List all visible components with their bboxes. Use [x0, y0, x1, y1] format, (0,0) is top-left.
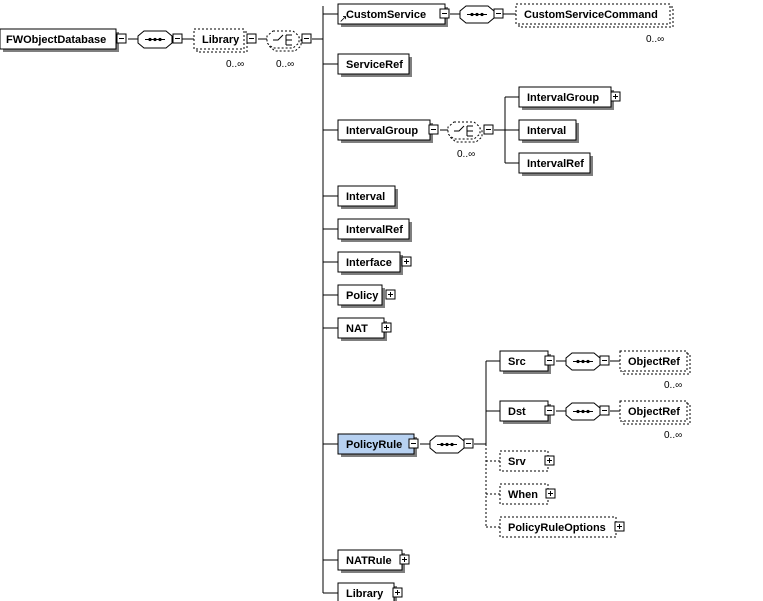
cardinality-objectref-src: 0..∞ [664, 380, 682, 391]
node-policyruleoptions[interactable]: PolicyRuleOptions [499, 516, 617, 538]
node-library-bottom-label: Library [346, 588, 384, 600]
node-serviceref[interactable]: ServiceRef [337, 53, 412, 77]
collapse-icon[interactable] [301, 33, 312, 44]
node-interface[interactable]: Interface [337, 251, 403, 275]
node-library-bottom[interactable]: Library [337, 582, 397, 601]
node-src-label: Src [508, 356, 526, 368]
collapse-icon[interactable] [544, 355, 555, 366]
node-intervalgroup[interactable]: IntervalGroup [337, 119, 433, 143]
node-dst[interactable]: Dst [499, 400, 551, 424]
node-intervalref[interactable]: IntervalRef [337, 218, 412, 242]
expand-icon[interactable] [385, 289, 396, 300]
node-src[interactable]: Src [499, 350, 551, 374]
expand-icon[interactable] [610, 91, 621, 102]
node-interval-child[interactable]: Interval [518, 119, 579, 143]
expand-icon[interactable] [614, 521, 625, 532]
node-interface-label: Interface [346, 257, 392, 269]
node-srv[interactable]: Srv [499, 450, 549, 472]
cardinality-choice: 0..∞ [276, 59, 294, 70]
node-interval-child-label: Interval [527, 125, 566, 137]
node-intervalgroup-child[interactable]: IntervalGroup [518, 86, 614, 110]
node-natrule[interactable]: NATRule [337, 549, 405, 573]
node-policyruleoptions-label: PolicyRuleOptions [508, 522, 606, 534]
expand-icon[interactable] [401, 256, 412, 267]
sequence-compositor-icon [565, 402, 601, 421]
collapse-icon[interactable] [408, 438, 419, 449]
node-interval-label: Interval [346, 191, 385, 203]
collapse-icon[interactable] [599, 355, 610, 366]
choice-compositor-icon [447, 121, 483, 143]
node-policyrule-label: PolicyRule [346, 439, 402, 451]
sequence-compositor-icon [137, 30, 173, 49]
expand-icon[interactable] [399, 554, 410, 565]
node-fwobjectdatabase-label: FWObjectDatabase [6, 34, 106, 46]
node-nat[interactable]: NAT [337, 317, 387, 341]
collapse-icon[interactable] [544, 405, 555, 416]
cardinality-intervalgroup-choice: 0..∞ [457, 149, 475, 160]
node-objectref-src[interactable]: ObjectRef [619, 350, 691, 375]
node-customservice[interactable]: CustomService ↗ [337, 3, 448, 27]
node-objectref-src-label: ObjectRef [628, 356, 680, 368]
node-natrule-label: NATRule [346, 555, 392, 567]
collapse-icon[interactable] [463, 438, 474, 449]
collapse-icon[interactable] [599, 405, 610, 416]
expand-icon[interactable] [381, 322, 392, 333]
node-dst-label: Dst [508, 406, 526, 418]
node-when-label: When [508, 489, 538, 501]
node-library-top[interactable]: Library [193, 28, 248, 53]
node-policy[interactable]: Policy [337, 284, 385, 308]
node-library-top-label: Library [202, 34, 240, 46]
node-fwobjectdatabase[interactable]: FWObjectDatabase [0, 28, 119, 52]
node-objectref-dst[interactable]: ObjectRef [619, 400, 691, 425]
choice-compositor-icon [266, 30, 302, 52]
collapse-icon[interactable] [483, 124, 494, 135]
node-when[interactable]: When [499, 483, 549, 505]
sequence-compositor-icon [429, 435, 465, 454]
node-intervalref-child[interactable]: IntervalRef [518, 152, 593, 176]
expand-icon[interactable] [545, 488, 556, 499]
cardinality-customservicecommand: 0..∞ [646, 34, 664, 45]
node-srv-label: Srv [508, 456, 527, 468]
node-objectref-dst-label: ObjectRef [628, 406, 680, 418]
sequence-compositor-icon [565, 352, 601, 371]
collapse-icon[interactable] [428, 124, 439, 135]
node-intervalref-label: IntervalRef [346, 224, 403, 236]
node-interval[interactable]: Interval [337, 185, 398, 209]
node-nat-label: NAT [346, 323, 368, 335]
sequence-compositor-icon [459, 5, 495, 24]
collapse-icon[interactable] [493, 8, 504, 19]
node-customservice-label: CustomService [346, 9, 426, 21]
node-intervalref-child-label: IntervalRef [527, 158, 584, 170]
connectors [128, 6, 620, 594]
node-intervalgroup-label: IntervalGroup [346, 125, 418, 137]
collapse-icon[interactable] [172, 33, 183, 44]
collapse-icon[interactable] [439, 8, 450, 19]
node-policy-label: Policy [346, 290, 379, 302]
node-intervalgroup-child-label: IntervalGroup [527, 92, 599, 104]
node-policyrule[interactable]: PolicyRule [337, 433, 417, 457]
node-serviceref-label: ServiceRef [346, 59, 403, 71]
node-customservicecommand[interactable]: CustomServiceCommand [515, 3, 674, 28]
svg-text:↗: ↗ [339, 14, 347, 25]
expand-icon[interactable] [544, 455, 555, 466]
cardinality-objectref-dst: 0..∞ [664, 430, 682, 441]
expand-icon[interactable] [392, 587, 403, 598]
collapse-icon[interactable] [246, 33, 257, 44]
cardinality-library: 0..∞ [226, 59, 244, 70]
node-customservicecommand-label: CustomServiceCommand [524, 9, 658, 21]
collapse-icon[interactable] [116, 33, 127, 44]
